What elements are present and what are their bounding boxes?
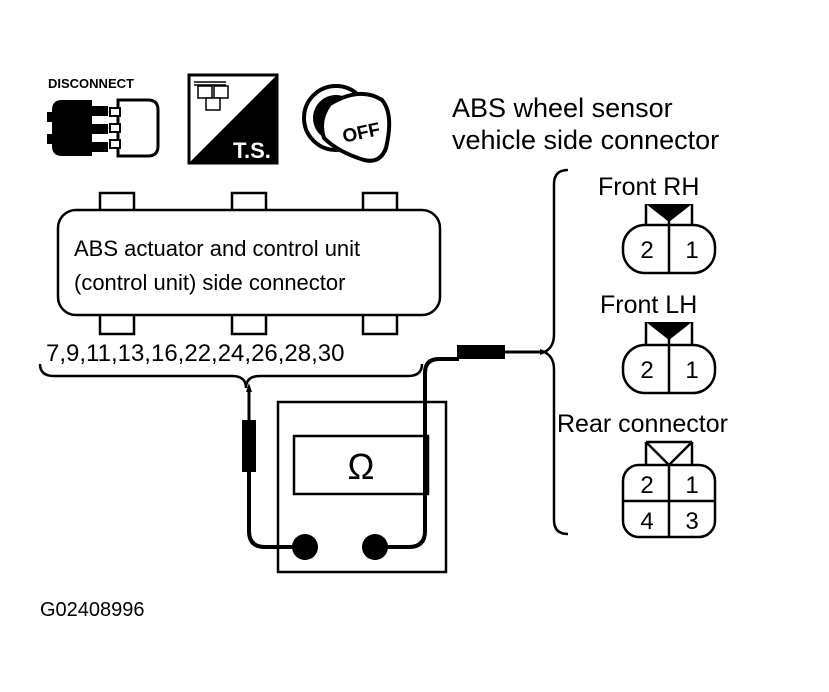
meter-display [292,434,430,496]
control-unit-label-line1: ABS actuator and control unit [74,236,360,261]
front-rh-connector: Front RH 2 1 [598,173,717,275]
sensor-title-line2: vehicle side connector [452,125,719,155]
ohmmeter: Ω [276,400,448,574]
ts-icon: T.S. [187,73,279,165]
ignition-key-off-icon: OFF [302,84,392,163]
terminal-brace [38,363,424,389]
rear-pin-2: 2 [640,472,653,499]
disconnect-label: DISCONNECT [48,76,134,91]
front-rh-pin-1: 1 [685,237,698,264]
sensor-title-line1: ABS wheel sensor [452,93,673,123]
rear-pin-1: 1 [685,472,698,499]
ts-label: T.S. [233,138,271,163]
front-lh-label: Front LH [600,291,697,319]
rear-pin-3: 3 [685,508,698,535]
figure-id: G02408996 [40,599,145,621]
control-unit-connector: ABS actuator and control unit (control u… [56,191,442,336]
front-rh-pin-2: 2 [640,237,653,264]
rear-pin-4: 4 [640,508,653,535]
right-probe [375,345,548,549]
control-unit-label-line2: (control unit) side connector [74,270,345,295]
rear-connector: Rear connector 2 1 4 3 [557,410,728,539]
front-rh-label: Front RH [598,173,699,201]
terminal-numbers: 7,9,11,13,16,22,24,26,28,30 [46,340,345,367]
rear-connector-label: Rear connector [557,410,728,438]
ohm-symbol: Ω [348,446,375,487]
front-lh-pin-1: 1 [685,357,698,384]
left-probe [242,383,305,549]
front-lh-connector: Front LH 2 1 [600,291,717,395]
front-lh-pin-2: 2 [640,357,653,384]
disconnect-icon: DISCONNECT [47,76,160,158]
